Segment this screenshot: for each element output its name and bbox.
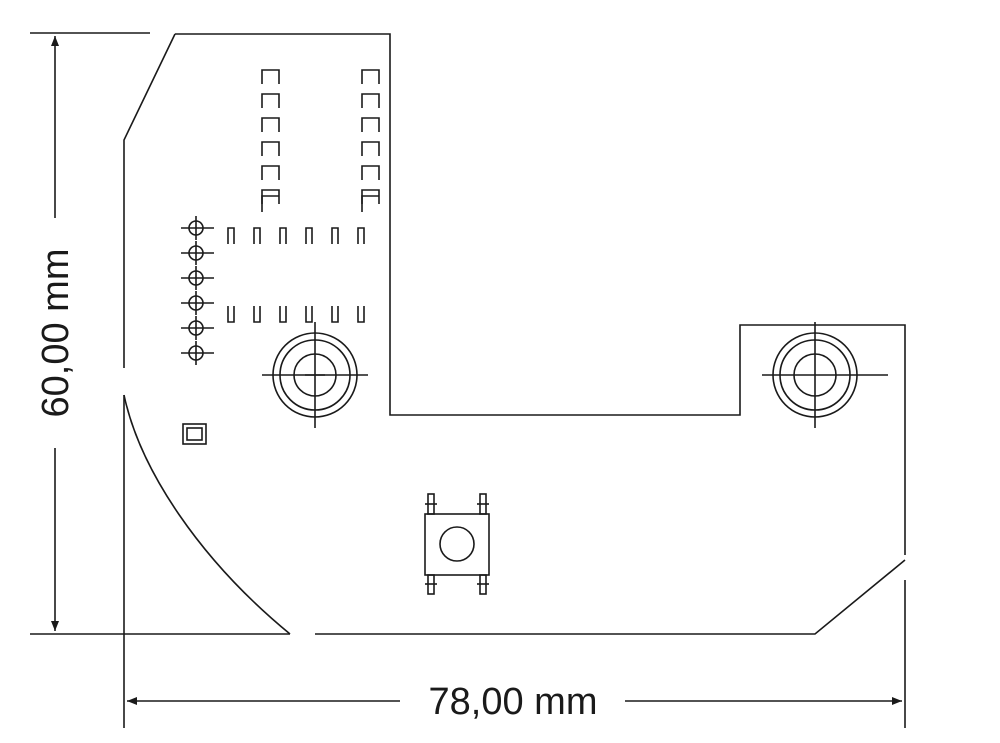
ic-pads-top-row: [227, 227, 365, 244]
module-pads-left: [261, 69, 280, 212]
board-outline: [123, 33, 906, 635]
tactile-button: [424, 493, 490, 595]
mounting-hole-right: [762, 322, 888, 428]
header-pins: [181, 216, 214, 365]
module-pads-right: [361, 69, 380, 212]
width-dimension-label: 78,00 mm: [429, 681, 598, 723]
ic-pads-bottom-row: [227, 306, 365, 323]
mounting-hole-left: [262, 322, 368, 428]
square-pad: [182, 423, 207, 445]
height-dimension-label: 60,00 mm: [35, 249, 77, 418]
